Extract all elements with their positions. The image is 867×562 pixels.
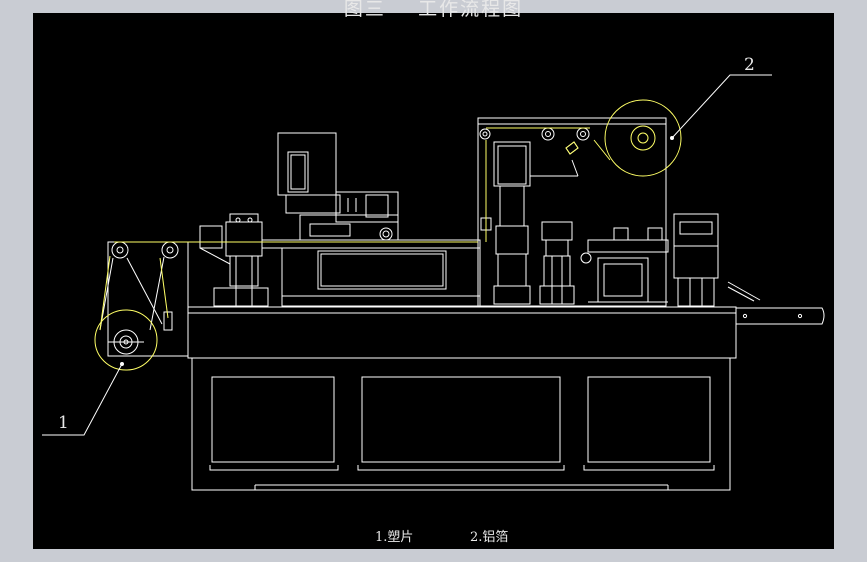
material-paths bbox=[94, 99, 682, 371]
output-conveyor bbox=[727, 281, 825, 325]
legend-plastic-sheet: 1.塑片 bbox=[375, 530, 413, 545]
heating-body bbox=[261, 239, 481, 307]
diagram-title: 图三 工作流程图 bbox=[343, 0, 524, 20]
base-cabinet bbox=[191, 357, 731, 491]
forming-station bbox=[199, 213, 269, 307]
cutting-station bbox=[580, 227, 669, 303]
plastic-sheet-roll bbox=[94, 309, 158, 371]
callout-1-label: 1 bbox=[58, 413, 69, 433]
callout-2-leader bbox=[671, 74, 772, 139]
right-station bbox=[673, 213, 719, 307]
callout-2-label: 2 bbox=[744, 55, 755, 75]
control-box bbox=[277, 132, 399, 241]
aluminum-foil-roll bbox=[604, 99, 682, 177]
machine-table bbox=[187, 306, 737, 359]
sealing-frame bbox=[477, 117, 667, 307]
drawing-canvas bbox=[33, 13, 834, 549]
mid-station bbox=[539, 221, 575, 305]
callout-1-leader bbox=[42, 363, 123, 436]
legend-aluminum-foil: 2.铝箔 bbox=[470, 529, 508, 545]
plastic-sheet-unwind bbox=[99, 241, 189, 357]
